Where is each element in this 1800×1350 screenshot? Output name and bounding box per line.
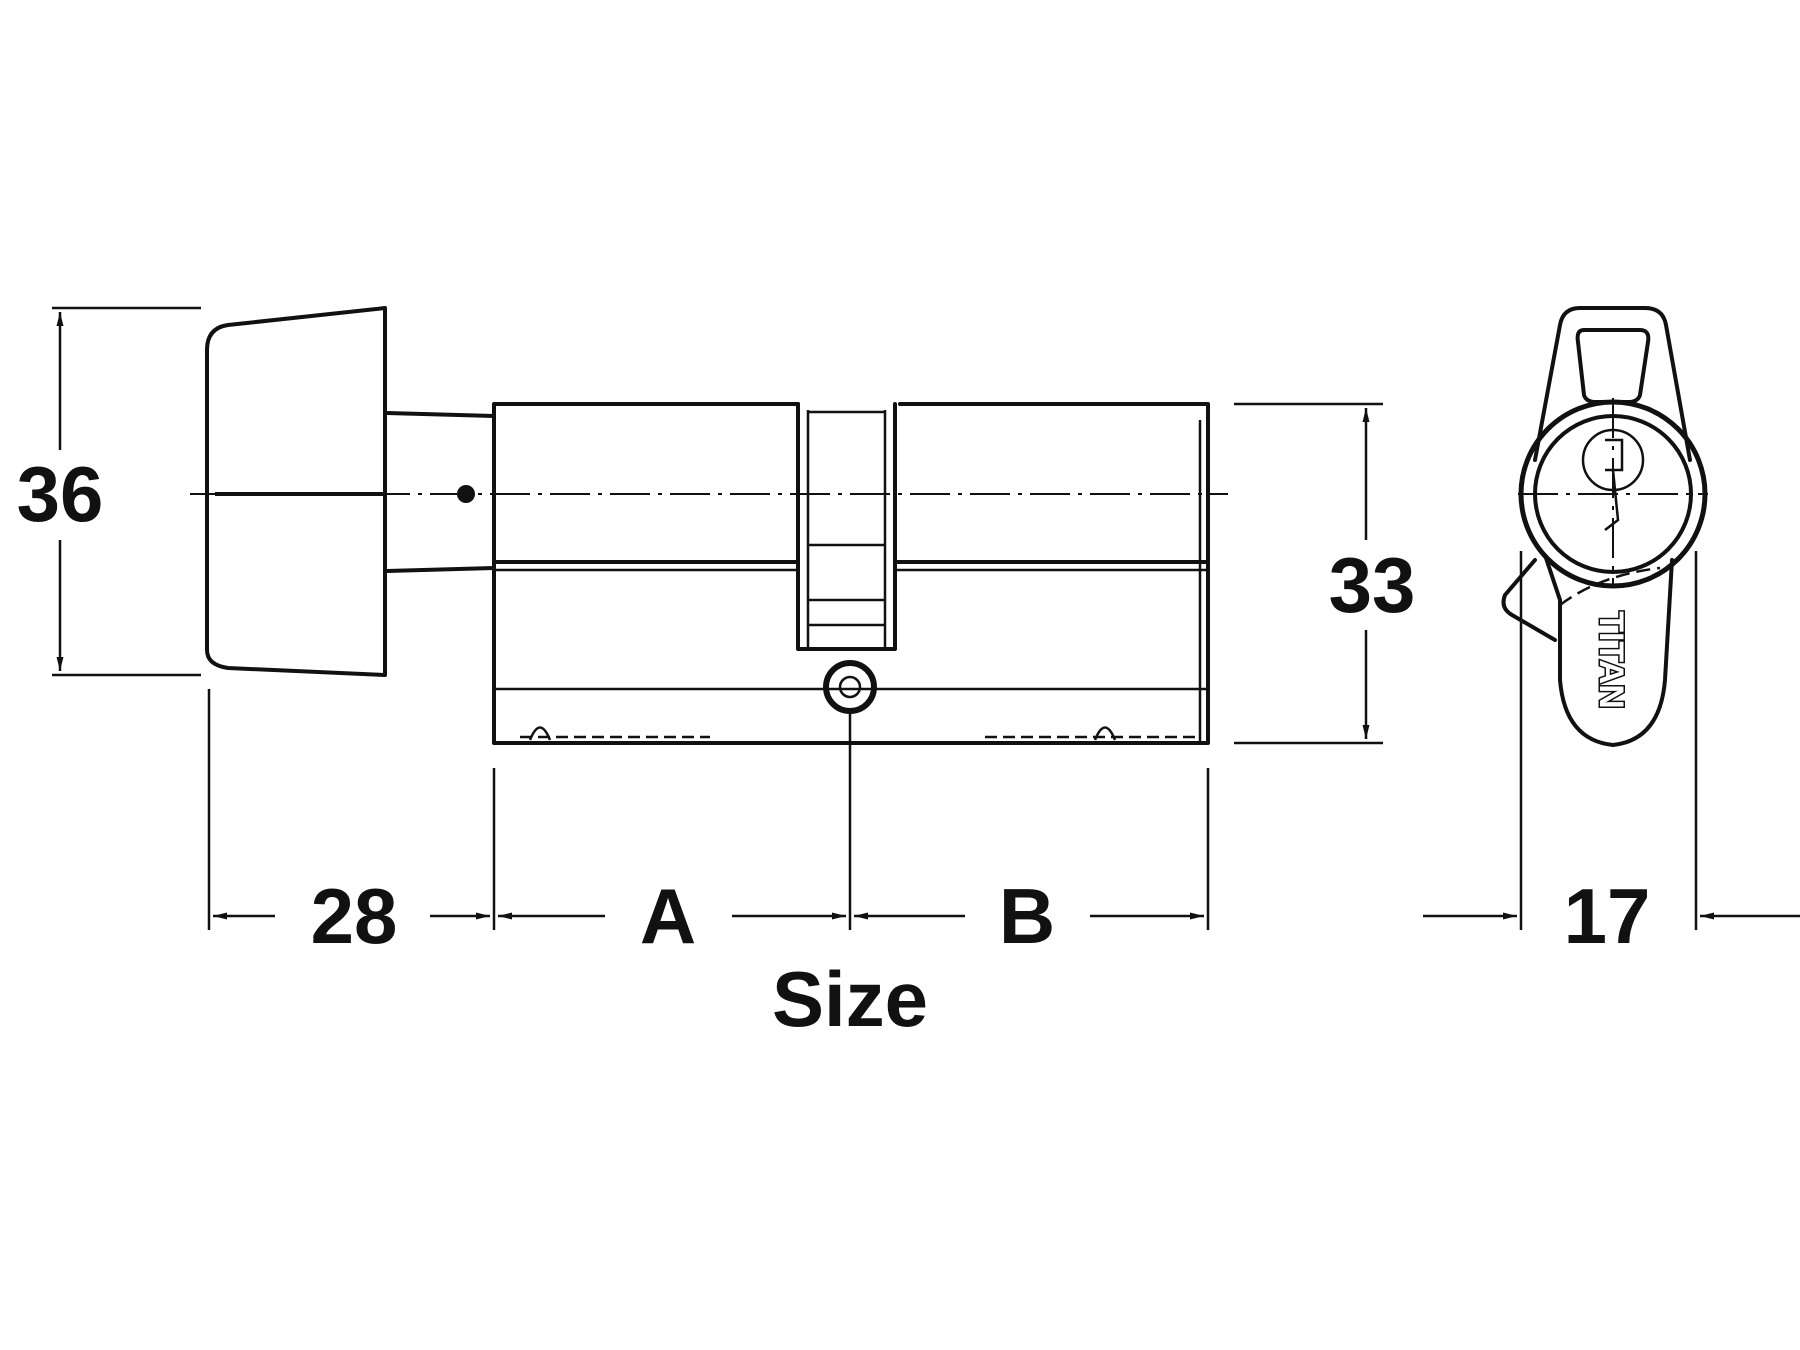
overall-size-label: Size xyxy=(772,955,928,1043)
dimension-33-label: 33 xyxy=(1329,541,1416,629)
dimension-a-label: A xyxy=(640,872,696,960)
dimension-17-label: 17 xyxy=(1564,872,1651,960)
spindle xyxy=(385,411,496,573)
thumb-turn-knob xyxy=(205,306,387,677)
cam-end-view: TITAN xyxy=(1501,306,1708,747)
length-dimensions: 28 A B Size xyxy=(207,689,1210,1043)
cylinder-body xyxy=(492,402,1210,745)
dimension-36: 36 xyxy=(17,306,201,677)
titan-logo: TITAN xyxy=(1592,611,1630,709)
dimension-b-label: B xyxy=(999,872,1055,960)
dimension-17: 17 xyxy=(1423,551,1800,960)
dimension-28-label: 28 xyxy=(311,872,398,960)
dimension-33: 33 xyxy=(1234,402,1416,745)
dimension-36-label: 36 xyxy=(17,450,104,538)
